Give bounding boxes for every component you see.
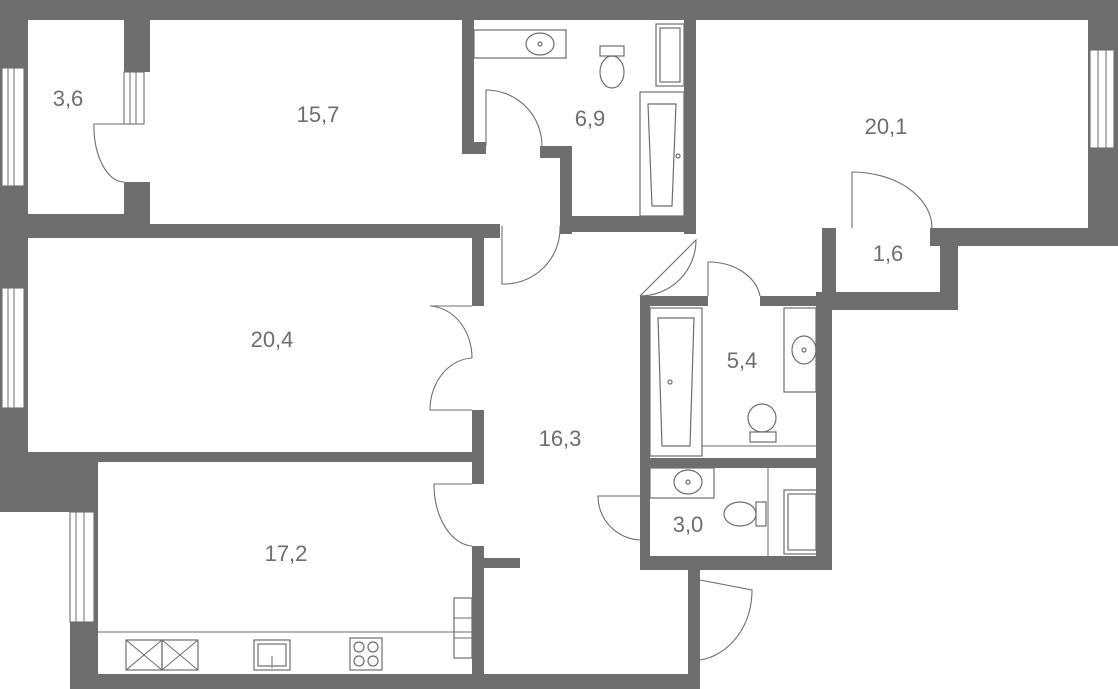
toilet-tank-bath-top [599,45,625,57]
wall-bath-top-left2 [560,146,572,234]
area-bathroom-middle: 5,4 [727,348,758,373]
wall-entry-right [688,556,700,689]
sink-wc [673,469,703,495]
door-living-upper [429,305,473,359]
wall-bath-mid-top-right [760,296,832,306]
wall-living-bottom [28,452,484,462]
toilet-wc [723,501,757,527]
wall-closet-left [822,228,836,310]
window-bedroom-right [1089,49,1115,149]
door-bath-top [485,89,543,147]
counter-bath-top [473,29,567,59]
door-bath-mid [639,238,697,297]
wall-bath-top-left [462,20,474,154]
wall-bath-mid-left [640,296,650,570]
toilet-bath-top [599,55,625,89]
counter-wc [649,467,715,499]
wall-bath-top-bottom [560,216,696,232]
bathtub-bath-top [639,91,685,217]
wall-bath-top-right [684,20,696,234]
wall-closet-bottom [822,292,958,310]
wall-living-right-mid [472,410,484,484]
kitchen-cabinet-2 [161,639,199,671]
area-bedroom-right: 20,1 [865,114,908,139]
wall-kitchen-stub [472,558,520,568]
door-bedroom-top [501,225,561,285]
area-bathroom-top: 6,9 [575,106,606,131]
kitchen-sink [253,639,291,671]
wall-wc-left-lower [640,540,650,570]
door-living-lower [429,357,473,411]
door-closet [707,261,761,297]
area-storage-left: 3,6 [53,86,84,111]
counter-bath-mid [783,307,817,393]
door-bedroom-right [851,171,933,229]
wall-bath-top-left-foot [462,142,486,154]
window-living [1,287,25,409]
wall-bedroom-bottom [0,224,500,238]
window-storage-inner [123,71,145,125]
wall-bath-mid-top [640,296,708,306]
window-kitchen [69,511,95,623]
wall-bath-mid-bottom [640,458,832,468]
wall-bath-right [816,292,832,570]
area-closet-right: 1,6 [873,241,904,266]
area-bedroom-top: 15,7 [297,102,340,127]
cabinet-bath-top [655,23,685,87]
door-kitchen [433,483,473,547]
area-wc: 3,0 [673,512,704,537]
doors [93,89,933,661]
sink-bath-mid [791,335,817,365]
wall-wc-bottom [640,556,832,570]
wall-storage-top-right [124,20,150,72]
area-kitchen: 17,2 [265,541,308,566]
door-storage [93,123,125,183]
cabinet-wc [783,489,821,555]
kitchen-stove [349,637,383,671]
wall-top [0,0,1118,20]
wall-living-right-top [472,226,484,306]
toilet-bath-mid [747,403,777,433]
window-storage [1,67,25,187]
area-hallway: 16,3 [539,426,582,451]
door-entry [699,579,753,661]
wall-right-step2 [940,228,958,310]
wall-bottom [70,674,700,689]
fixtures [98,23,821,671]
area-living-room: 20,4 [251,327,294,352]
wall-kitchen-right [472,566,484,689]
kitchen-fridge [453,597,473,659]
wall-right-step [930,228,1118,246]
room-labels: 3,6 15,7 6,9 20,1 1,6 20,4 16,3 5,4 3,0 … [53,86,908,566]
windows [1,49,1115,623]
sink-bath-top [525,32,555,56]
door-wc [597,495,641,541]
bathtub-bath-mid [649,307,703,457]
